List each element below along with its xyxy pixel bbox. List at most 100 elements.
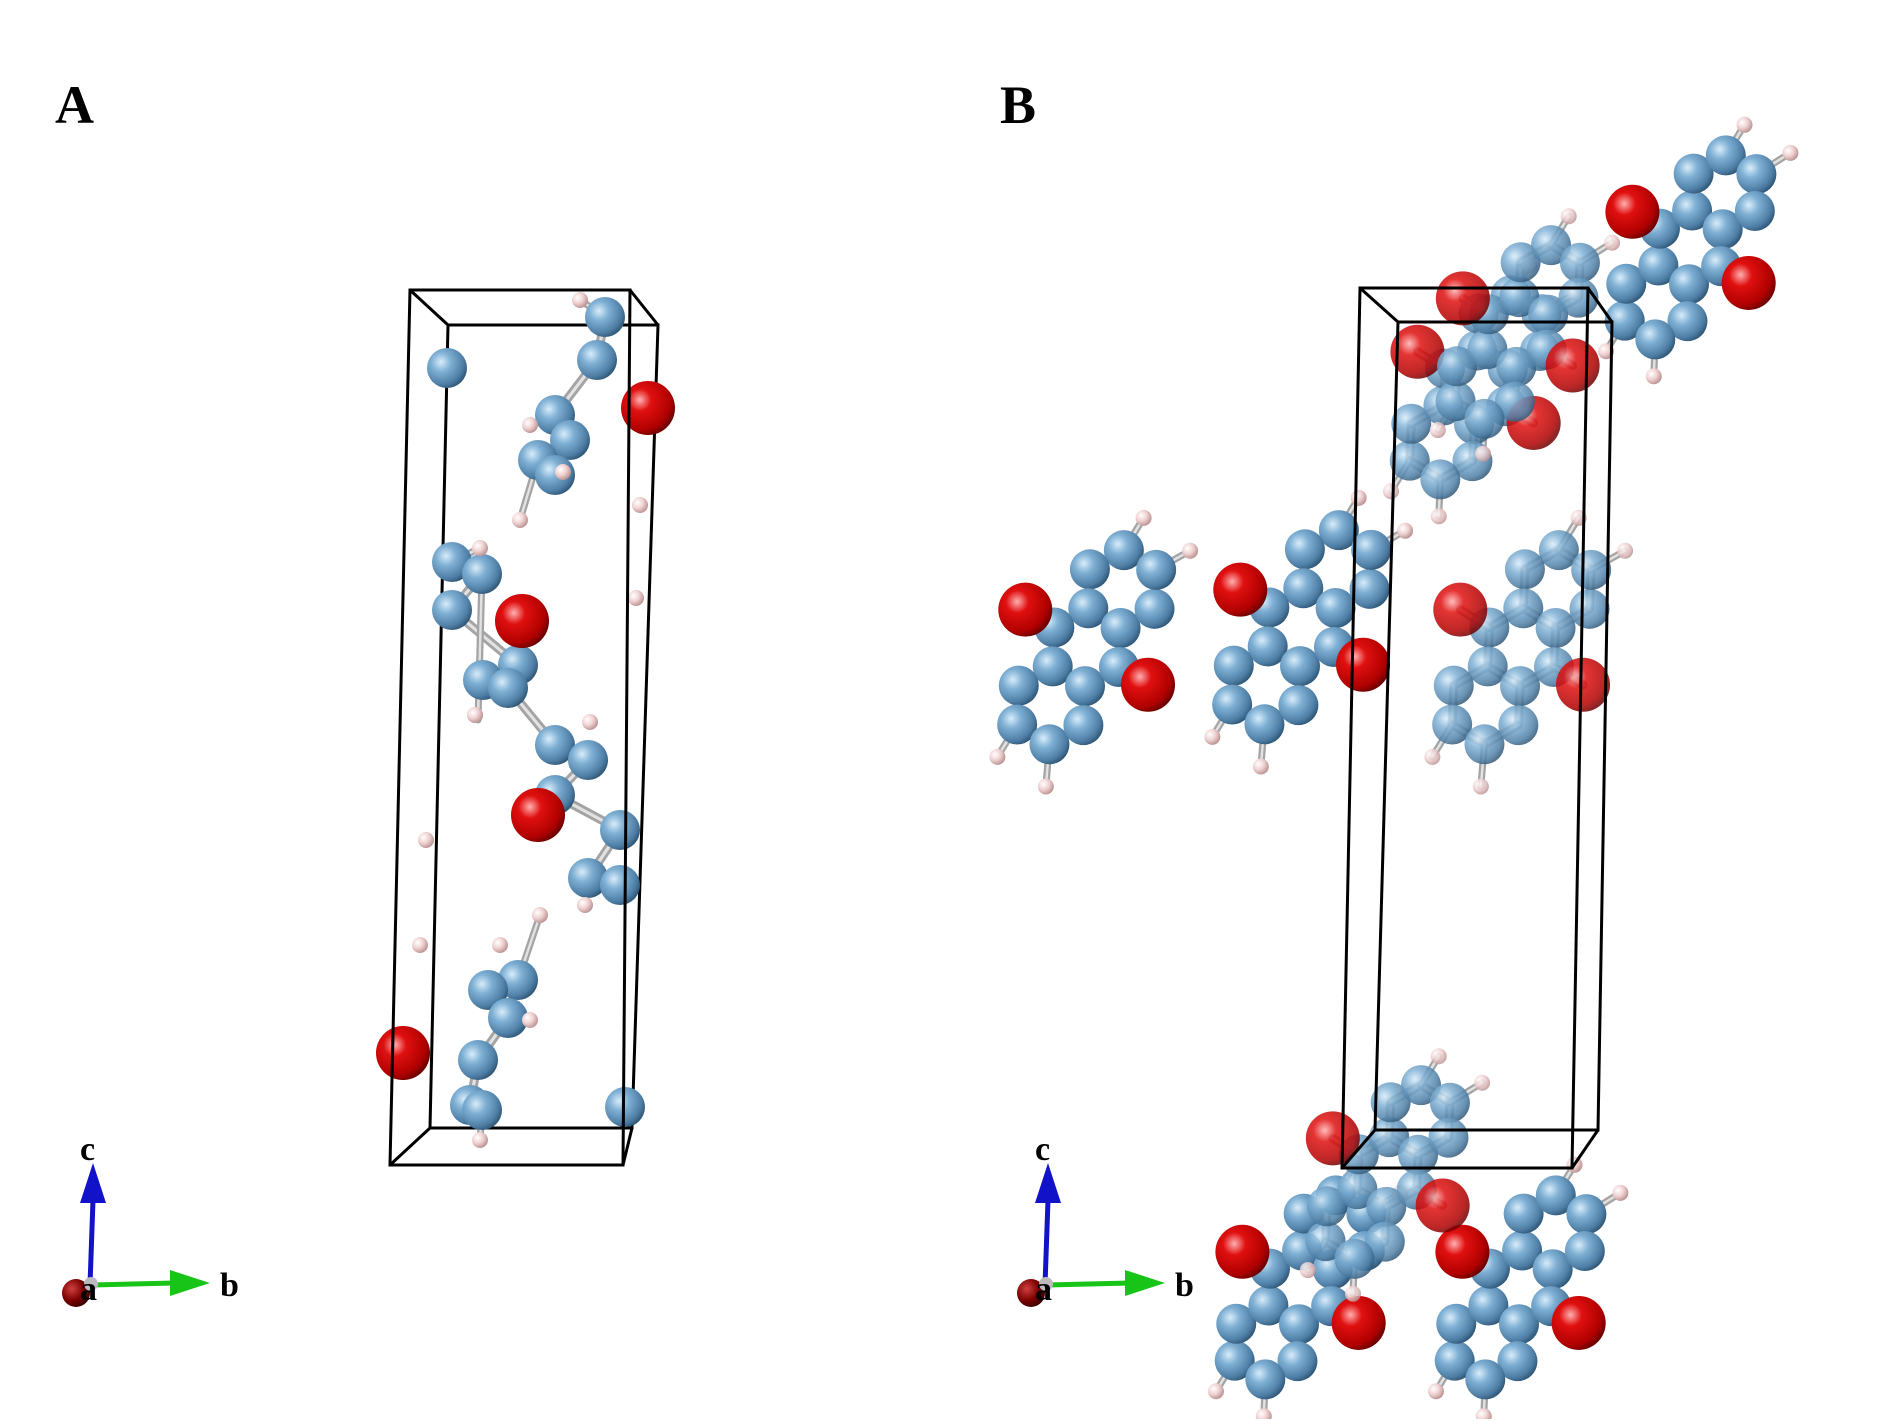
- carbon-atom: [1672, 190, 1713, 231]
- carbon-atom: [600, 810, 640, 850]
- panel-b-supercell: [989, 116, 1799, 1424]
- carbon-atom: [1136, 549, 1177, 590]
- oxygen-atom: [1305, 1111, 1360, 1166]
- carbon-atom: [1497, 1341, 1538, 1382]
- oxygen-atom: [1215, 1224, 1270, 1279]
- carbon-atom: [535, 725, 575, 765]
- carbon-atom: [585, 297, 625, 337]
- carbon-atom: [1283, 568, 1324, 609]
- carbon-atom: [1531, 225, 1572, 266]
- carbon-atom: [1528, 294, 1569, 335]
- oxygen-atom: [1121, 657, 1176, 712]
- carbon-atom: [1063, 705, 1104, 746]
- hydrogen-atom: [1255, 1408, 1272, 1424]
- unit-cell-edge: [1570, 1129, 1600, 1169]
- carbon-atom: [1214, 1340, 1255, 1381]
- carbon-atom: [997, 704, 1038, 745]
- carbon-atom: [1464, 398, 1505, 439]
- hydrogen-atom: [1430, 508, 1447, 525]
- carbon-atom: [1564, 1231, 1605, 1272]
- carbon-atom: [1318, 510, 1359, 551]
- carbon-atom: [1558, 277, 1599, 318]
- hydrogen-atom: [1424, 748, 1441, 765]
- unit-cell-edge: [1340, 1129, 1377, 1169]
- hydrogen-atom: [989, 748, 1006, 765]
- carbon-atom: [1069, 549, 1110, 590]
- carbon-atom: [1500, 666, 1541, 707]
- carbon-atom: [1705, 135, 1746, 176]
- unit-cell-front-edges: [388, 288, 660, 1167]
- oxygen-atom: [1433, 582, 1488, 637]
- atoms-layer: [376, 292, 675, 1148]
- axis-triad-a: c b a: [62, 1131, 239, 1308]
- c-axis-arrowhead: [80, 1163, 106, 1203]
- carbon-atom: [1103, 530, 1144, 571]
- carbon-atom: [1280, 646, 1321, 687]
- carbon-atom: [1604, 300, 1645, 341]
- carbon-atom: [1535, 608, 1576, 649]
- carbon-atom: [1065, 666, 1106, 707]
- hydrogen-atom: [1182, 542, 1199, 559]
- carbon-atom: [1284, 529, 1325, 570]
- carbon-atom: [1032, 646, 1073, 687]
- hydrogen-atom: [628, 590, 644, 606]
- hydrogen-atom: [582, 714, 598, 730]
- carbon-atom: [1370, 1082, 1411, 1123]
- hydrogen-atom: [522, 417, 538, 433]
- carbon-atom: [1500, 242, 1541, 283]
- carbon-atom: [1277, 1341, 1318, 1382]
- carbon-atom: [1503, 1193, 1544, 1234]
- oxygen-atom: [1390, 324, 1445, 379]
- carbon-atom: [1702, 209, 1743, 250]
- hydrogen-atom: [1207, 1383, 1224, 1400]
- carbon-atom: [1606, 263, 1647, 304]
- a-axis-label: a: [80, 1271, 97, 1308]
- carbon-atom: [550, 420, 590, 460]
- oxygen-atom: [621, 381, 675, 435]
- hydrogen-atom: [632, 497, 648, 513]
- carbon-atom: [1569, 588, 1610, 629]
- hydrogen-atom: [1474, 1074, 1491, 1091]
- carbon-atom: [1029, 724, 1070, 765]
- hydrogen-atom: [1344, 1285, 1361, 1302]
- hydrogen-atom: [1204, 728, 1221, 745]
- b-axis-arrow: [91, 1280, 176, 1288]
- hydrogen-atom: [1430, 1048, 1447, 1065]
- carbon-atom: [1212, 684, 1253, 725]
- hydrogen-atom: [555, 464, 571, 480]
- carbon-atom: [1349, 568, 1390, 609]
- b-axis-arrowhead: [170, 1270, 210, 1296]
- carbon-atom: [488, 998, 528, 1038]
- carbon-atom: [600, 865, 640, 905]
- hydrogen-atom: [1252, 758, 1269, 775]
- panel-a-unit-cell: [376, 288, 675, 1167]
- carbon-atom: [427, 348, 467, 388]
- carbon-atom: [1504, 549, 1545, 590]
- carbon-atom: [468, 970, 508, 1010]
- carbon-atom: [1736, 154, 1777, 195]
- b-axis-label: b: [1175, 1267, 1194, 1304]
- a-axis-label: a: [1035, 1271, 1052, 1308]
- carbon-atom: [1464, 724, 1505, 765]
- carbon-atom: [1245, 1359, 1286, 1400]
- carbon-atom: [1668, 264, 1709, 305]
- carbon-atom: [462, 554, 502, 594]
- carbon-atom: [1366, 1186, 1407, 1227]
- b-axis-label: b: [220, 1267, 239, 1304]
- carbon-atom: [1502, 1230, 1543, 1271]
- carbon-atom: [1498, 705, 1539, 746]
- carbon-atom: [568, 740, 608, 780]
- triad-origin: [84, 1277, 98, 1291]
- hydrogen-atom: [418, 832, 434, 848]
- oxygen-atom: [998, 582, 1053, 637]
- c-axis-label: c: [1035, 1131, 1050, 1168]
- oxygen-atom: [495, 594, 549, 648]
- hydrogen-atom: [1474, 445, 1491, 462]
- unit-cell-edges: [1340, 286, 1614, 1170]
- carbon-atom: [1315, 588, 1356, 629]
- carbon-atom: [1434, 1340, 1475, 1381]
- hydrogen-atom: [522, 1012, 538, 1028]
- carbon-atom: [1334, 1238, 1375, 1279]
- carbon-atom: [1667, 301, 1708, 342]
